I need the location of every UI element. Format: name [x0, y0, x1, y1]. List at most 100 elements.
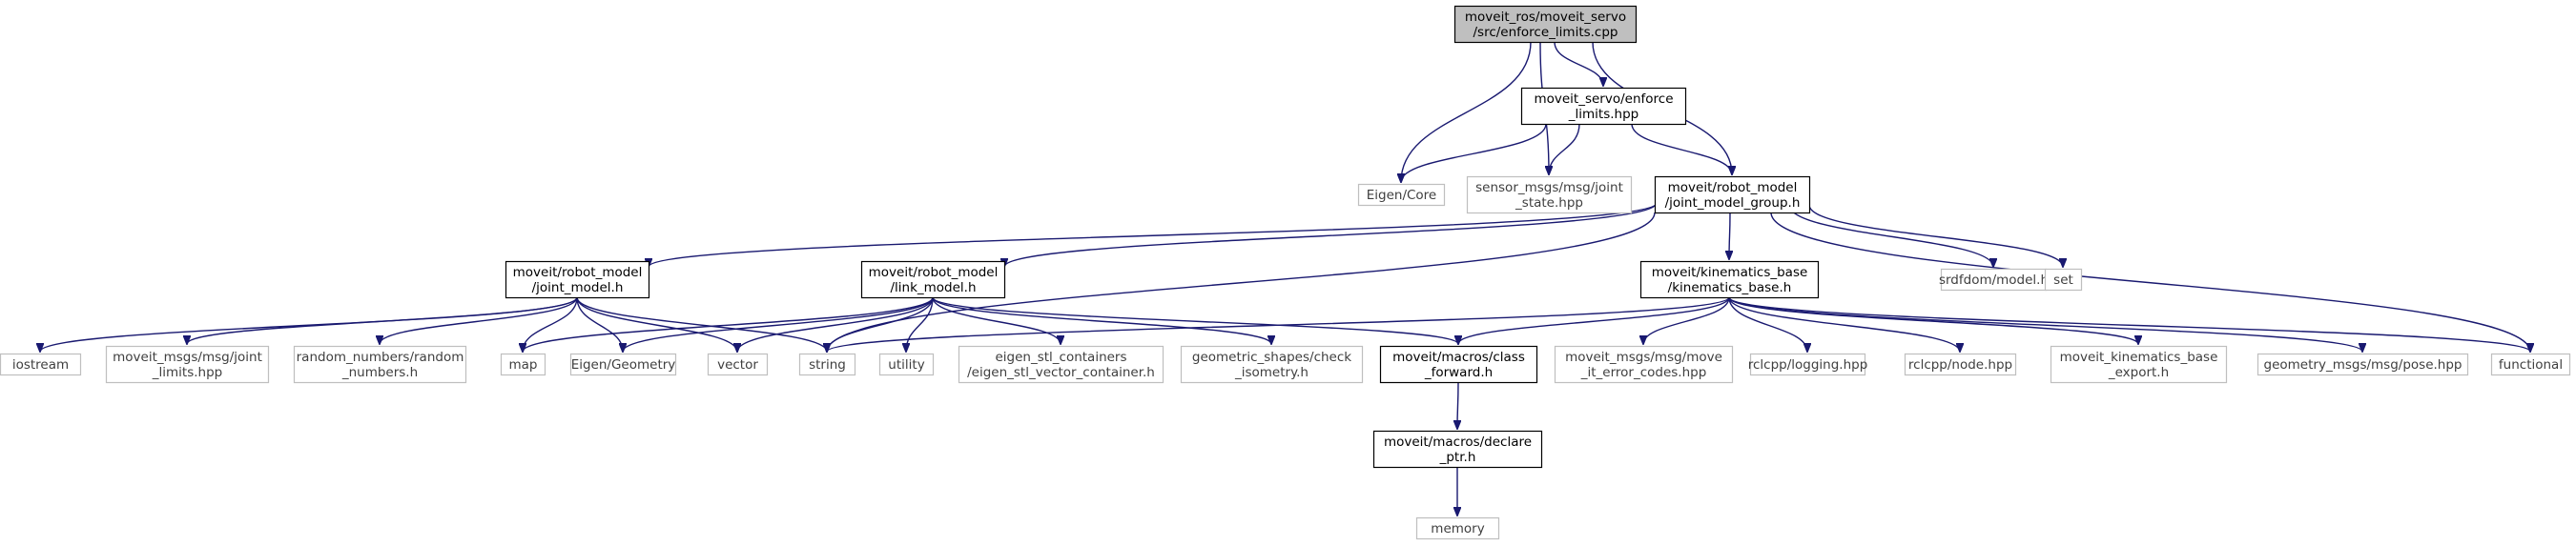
edge-joint_model_group_h-to-kinematics_base_h — [1729, 212, 1730, 259]
node-iostream: iostream — [0, 353, 82, 376]
node-box — [0, 353, 82, 376]
node-box — [1654, 175, 1811, 214]
edge-kinematics_base_h-to-kinematics_base_export_h — [1728, 296, 2138, 344]
node-map: map — [500, 353, 546, 376]
node-label-line: eigen_stl_containers — [995, 350, 1126, 365]
node-box — [105, 345, 270, 384]
node-set: set — [2044, 268, 2083, 292]
edge-joint_model_h-to-joint_limits_hpp — [187, 296, 578, 344]
node-label-line: moveit/robot_model — [513, 265, 643, 280]
edge-kinematics_base_h-to-class_forward_h — [1458, 296, 1730, 344]
node-pose-hpp: geometry_msgs/msg/pose.hpp — [2257, 353, 2469, 376]
node-label-line: /joint_model_group.h — [1665, 195, 1801, 211]
node-label-line: rclcpp/node.hpp — [1908, 357, 2012, 373]
node-eigen-stl-vector-container-h: eigen_stl_containers/eigen_stl_vector_co… — [958, 345, 1164, 384]
node-functional: functional — [2490, 353, 2571, 376]
edge-link_model_h-to-check_isometry_h — [932, 296, 1271, 344]
node-label-line: moveit/macros/declare — [1384, 435, 1532, 450]
node-utility: utility — [878, 353, 935, 376]
node-box — [707, 353, 769, 376]
node-label-line: moveit_msgs/msg/move — [1565, 350, 1722, 365]
node-label-line: _export.h — [2108, 365, 2169, 380]
edge-enforce_limits_hpp-to-eigen_core — [1401, 123, 1547, 182]
node-label-line: _isometry.h — [1234, 365, 1309, 380]
node-box — [1379, 345, 1538, 384]
node-label-line: moveit_ros/moveit_servo — [1465, 10, 1626, 25]
node-box — [2257, 353, 2469, 376]
node-box — [500, 353, 546, 376]
edge-enforce_limits_hpp-to-joint_model_group_h — [1631, 123, 1732, 174]
node-box — [798, 353, 856, 376]
node-box — [1372, 430, 1543, 469]
edge-joint_model_group_h-to-srdfdom_model_h — [1788, 204, 1993, 267]
edge-link_model_h-to-string — [827, 296, 934, 352]
node-declare-ptr-h[interactable]: moveit/macros/declare_ptr.h — [1372, 430, 1543, 469]
node-eigen-core: Eigen/Core — [1357, 183, 1446, 207]
node-label-line: moveit/macros/class — [1392, 350, 1525, 365]
node-box — [2490, 353, 2571, 376]
node-label-line: random_numbers/random — [297, 350, 464, 365]
node-enforce-limits-hpp[interactable]: moveit_servo/enforce_limits.hpp — [1520, 87, 1687, 126]
node-box — [505, 260, 650, 299]
edge-kinematics_base_h-to-logging_hpp — [1728, 296, 1807, 352]
node-box — [1554, 345, 1734, 384]
edge-joint_model_group_h-to-set — [1808, 204, 2063, 267]
node-joint-limits-hpp: moveit_msgs/msg/joint_limits.hpp — [105, 345, 270, 384]
node-kinematics-base-h[interactable]: moveit/kinematics_base/kinematics_base.h — [1639, 260, 1820, 299]
node-box — [958, 345, 1164, 384]
node-link-model-h[interactable]: moveit/robot_model/link_model.h — [860, 260, 1006, 299]
node-label-line: _it_error_codes.hpp — [1580, 365, 1707, 380]
node-label-line: vector — [717, 357, 758, 373]
node-label-line: functional — [2499, 357, 2563, 373]
node-label-line: /link_model.h — [890, 280, 976, 295]
node-label-line: _limits.hpp — [1568, 107, 1638, 122]
edge-link_model_h-to-utility — [906, 296, 934, 352]
node-label-line: moveit/kinematics_base — [1652, 265, 1808, 280]
edge-joint_model_h-to-vector — [576, 296, 737, 352]
node-box — [878, 353, 935, 376]
node-string: string — [798, 353, 856, 376]
node-label-line: rclcpp/logging.hpp — [1748, 357, 1868, 373]
node-root[interactable]: moveit_ros/moveit_servo/src/enforce_limi… — [1453, 5, 1638, 44]
edge-link_model_h-to-eigen_geometry — [623, 296, 934, 352]
node-label-line: /joint_model.h — [532, 280, 624, 295]
node-label-line: map — [509, 357, 538, 373]
node-box — [569, 353, 677, 376]
edge-joint_model_h-to-iostream — [40, 296, 578, 352]
node-label-line: iostream — [12, 357, 69, 373]
node-eigen-geometry: Eigen/Geometry — [569, 353, 677, 376]
node-box — [1466, 175, 1633, 214]
edge-joint_model_h-to-random_numbers_h — [380, 296, 578, 344]
edge-link_model_h-to-vector — [737, 296, 934, 352]
node-label-line: moveit_msgs/msg/joint — [113, 350, 262, 365]
node-label-line: _numbers.h — [341, 365, 418, 380]
node-label-line: _state.hpp — [1515, 195, 1583, 211]
edge-joint_model_group_h-to-string — [827, 212, 1656, 352]
node-srdfdom-model-h: srdfdom/model.h — [1939, 268, 2049, 292]
node-label-line: set — [2053, 273, 2073, 288]
node-box — [1639, 260, 1820, 299]
edge-joint_model_group_h-to-functional — [1770, 212, 2530, 352]
node-box — [293, 345, 467, 384]
node-class-forward-h[interactable]: moveit/macros/class_forward.h — [1379, 345, 1538, 384]
node-joint-model-group-h[interactable]: moveit/robot_model/joint_model_group.h — [1654, 175, 1811, 214]
edge-kinematics_base_h-to-pose_hpp — [1728, 296, 2362, 352]
edge-class_forward_h-to-declare_ptr_h — [1457, 381, 1458, 429]
node-label-line: _limits.hpp — [152, 365, 222, 380]
node-joint-model-h[interactable]: moveit/robot_model/joint_model.h — [505, 260, 650, 299]
node-label-line: moveit/robot_model — [869, 265, 999, 280]
edge-joint_model_h-to-string — [576, 296, 827, 352]
node-label-line: srdfdom/model.h — [1939, 273, 2049, 288]
node-label-line: moveit_servo/enforce — [1534, 91, 1673, 107]
node-label-line: moveit_kinematics_base — [2060, 350, 2218, 365]
edge-root-to-eigen_core — [1401, 41, 1532, 182]
node-box — [1357, 183, 1446, 207]
node-box — [1520, 87, 1687, 126]
node-label-line: Eigen/Core — [1367, 188, 1437, 203]
node-label-line: moveit/robot_model — [1668, 180, 1798, 195]
node-label-line: _ptr.h — [1439, 450, 1476, 465]
node-label-line: string — [809, 357, 846, 373]
edge-joint_model_group_h-to-link_model_h — [1004, 202, 1658, 267]
edge-enforce_limits_hpp-to-joint_state_hpp — [1549, 123, 1580, 174]
